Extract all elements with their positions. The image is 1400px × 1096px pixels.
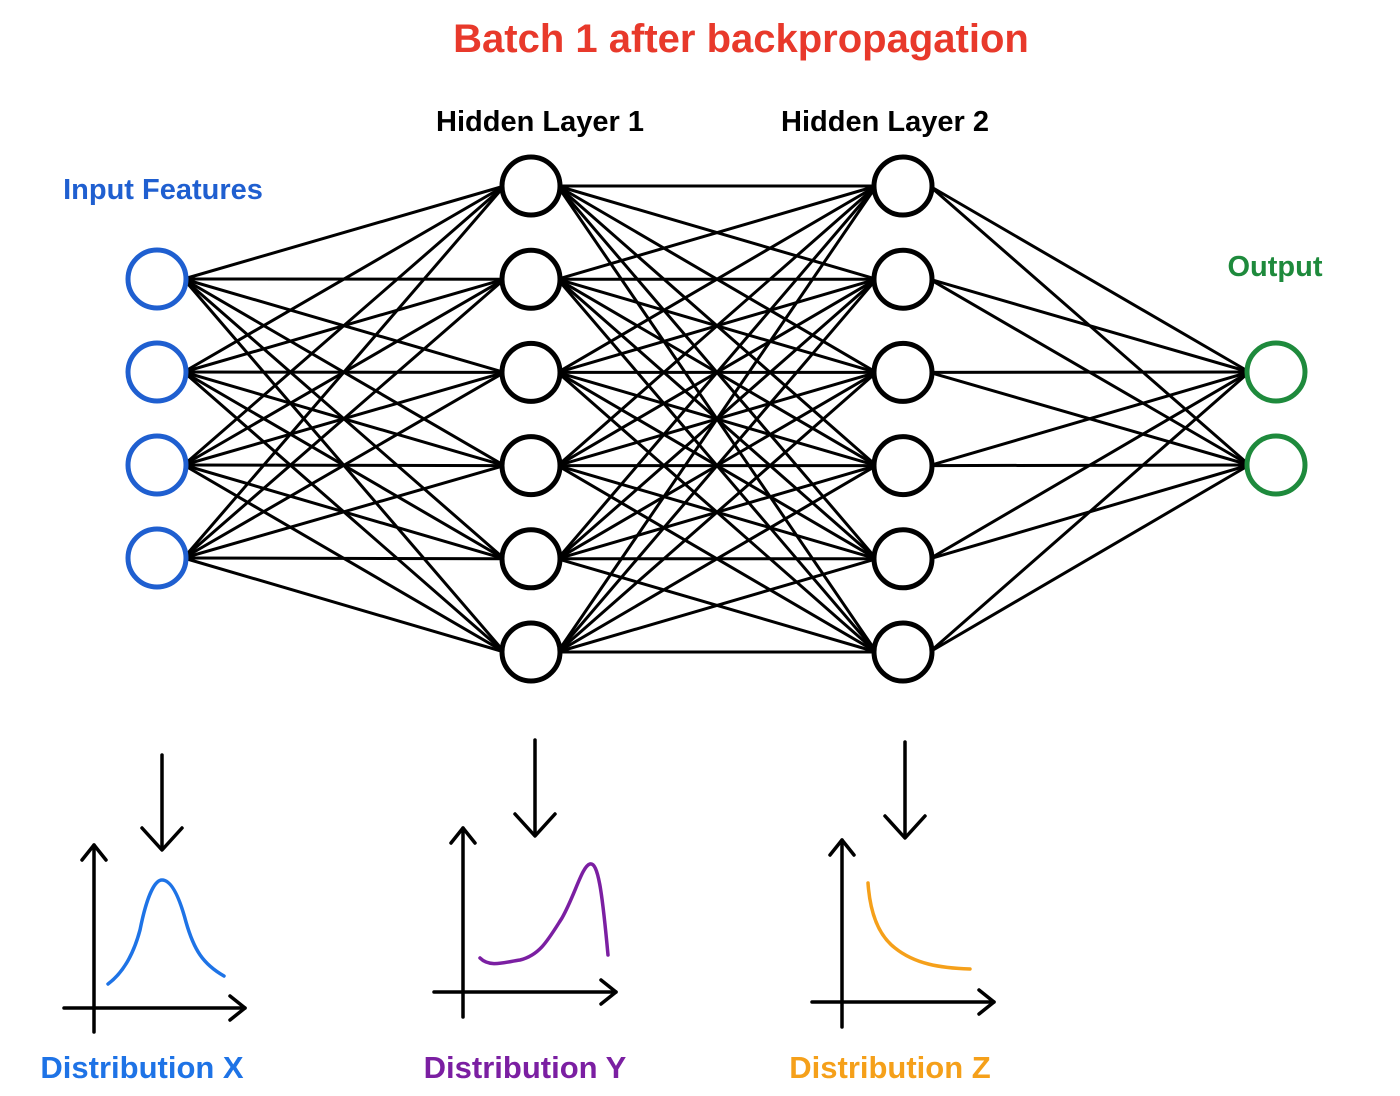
edge-hidden2-6-to-output-2 — [928, 463, 1251, 654]
distribution-x-label: Distribution X — [40, 1050, 244, 1085]
hidden1-node-2 — [499, 247, 563, 311]
edge-hidden2-6-to-output-1 — [928, 370, 1251, 654]
distribution-y-label: Distribution Y — [424, 1050, 627, 1085]
input-node-1 — [125, 247, 189, 311]
diagram-title: Batch 1 after backpropagation — [453, 17, 1029, 61]
edge-hidden1-4-to-hidden2-1 — [556, 184, 878, 467]
distribution-z-axes — [810, 838, 996, 1029]
edge-hidden1-3-to-hidden2-1 — [556, 184, 878, 374]
edge-input-3-to-hidden1-1 — [182, 184, 506, 467]
edge-input-4-to-hidden1-2 — [182, 278, 506, 560]
edge-input-4-to-hidden1-1 — [182, 185, 506, 559]
edge-hidden2-4-to-output-1 — [929, 370, 1250, 468]
distribution-z-curve — [866, 881, 972, 971]
hidden2-node-4 — [871, 434, 935, 498]
edge-hidden1-6-to-hidden2-4 — [556, 464, 878, 654]
edge-hidden2-5-to-output-1 — [928, 370, 1251, 561]
edge-hidden1-6-to-hidden2-5 — [557, 557, 877, 654]
arrow-to-distribution-x — [140, 753, 184, 852]
connection-edges — [182, 184, 1251, 654]
output-node-1 — [1244, 340, 1308, 404]
hidden1-node-5 — [499, 527, 563, 591]
edge-input-2-to-hidden1-1 — [182, 184, 506, 374]
arrow-to-distribution-y — [513, 738, 557, 838]
input-node-2 — [125, 340, 189, 404]
distribution-x-axes — [62, 843, 247, 1034]
edge-input-1-to-hidden1-1 — [183, 184, 505, 281]
input-node-3 — [125, 433, 189, 497]
output-layer-label: Output — [1227, 251, 1322, 283]
hidden2-node-1 — [871, 154, 935, 218]
hidden2-node-3 — [871, 340, 935, 404]
distribution-y-plot — [432, 826, 618, 1019]
hidden2-node-5 — [871, 527, 935, 591]
arrow-to-distribution-z — [883, 740, 927, 840]
network-nodes — [125, 154, 1308, 684]
input-node-4 — [125, 526, 189, 590]
edge-hidden1-6-to-hidden2-1 — [556, 185, 878, 653]
edge-hidden1-5-to-hidden2-1 — [556, 185, 878, 560]
hidden1-node-6 — [499, 620, 563, 684]
edge-input-4-to-hidden1-4 — [183, 464, 505, 560]
edge-hidden2-1-to-output-1 — [928, 184, 1251, 374]
hidden-layer-2-label: Hidden Layer 2 — [781, 106, 989, 138]
edge-input-4-to-hidden1-3 — [182, 371, 506, 560]
edge-hidden1-6-to-hidden2-3 — [556, 371, 878, 654]
distribution-z-plot — [810, 838, 996, 1029]
distribution-x-plot — [62, 843, 247, 1034]
hidden1-node-3 — [499, 340, 563, 404]
hidden1-node-4 — [499, 434, 563, 498]
hidden2-node-6 — [871, 620, 935, 684]
distribution-z-label: Distribution Z — [789, 1050, 991, 1085]
hidden-layer-1-label: Hidden Layer 1 — [436, 106, 644, 138]
output-node-2 — [1244, 433, 1308, 497]
edge-hidden2-2-to-output-1 — [929, 277, 1250, 374]
distribution-y-curve — [478, 862, 610, 966]
edge-input-4-to-hidden1-5 — [183, 556, 505, 561]
hidden2-node-2 — [871, 247, 935, 311]
distribution-x-curve — [106, 878, 226, 986]
edge-hidden1-6-to-hidden2-2 — [556, 278, 878, 653]
edge-input-4-to-hidden1-6 — [183, 556, 505, 654]
distribution-y-axes — [432, 826, 618, 1019]
hidden1-node-1 — [499, 154, 563, 218]
edge-hidden1-2-to-hidden2-1 — [557, 184, 877, 281]
input-layer-label: Input Features — [63, 174, 263, 206]
